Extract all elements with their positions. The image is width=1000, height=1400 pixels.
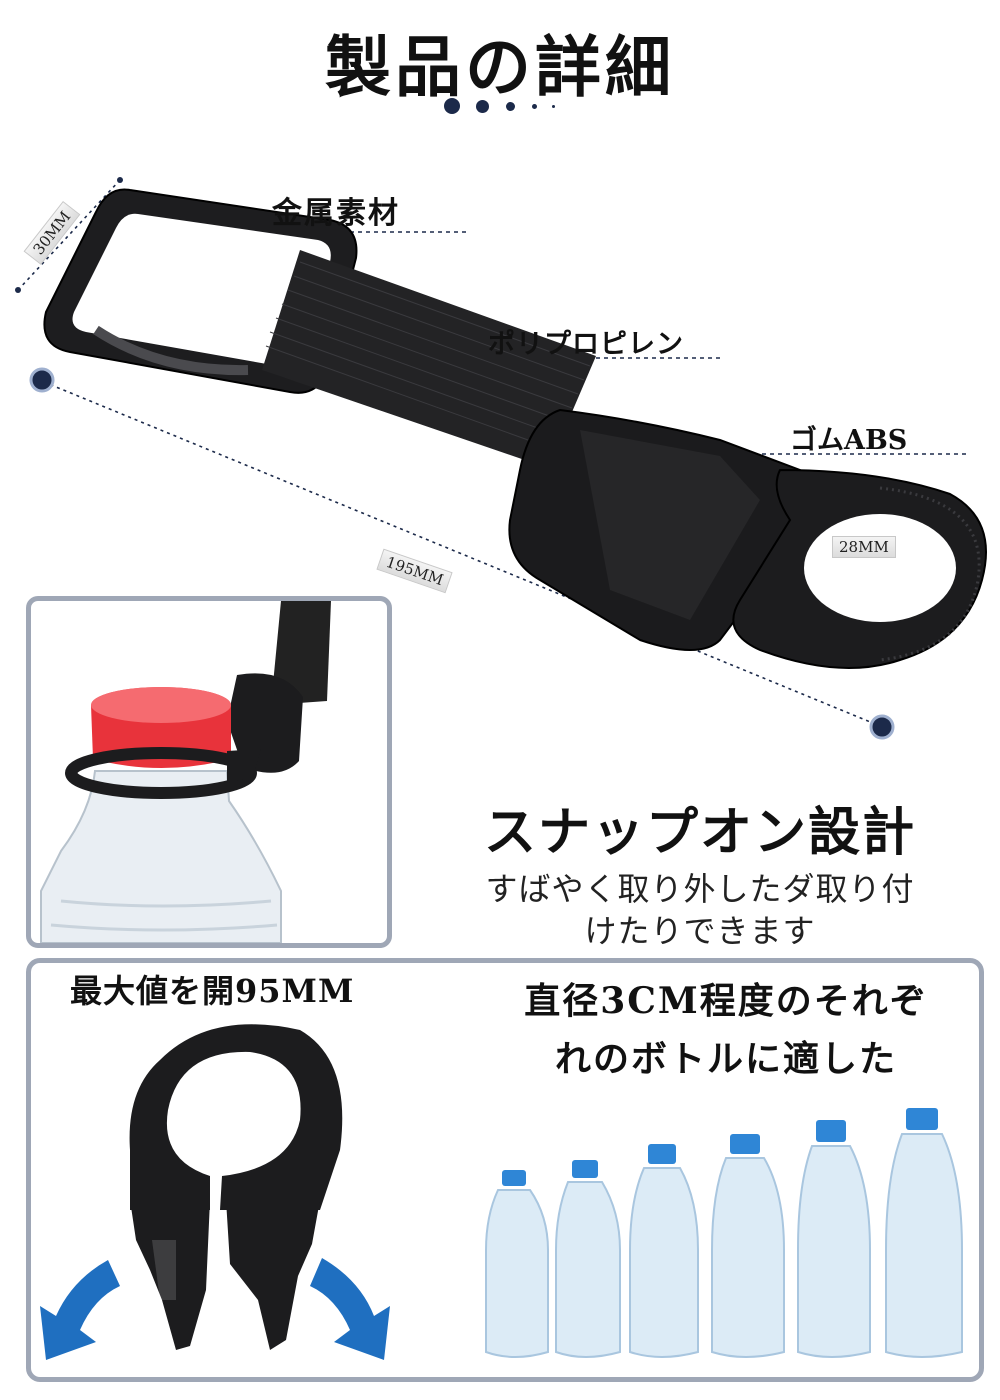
snap-on-description: すばやく取り外したダ取り付 けたりできます [440, 868, 960, 952]
bottle-fit-heading: 直径3CM程度のそれぞ れのボトルに適した [500, 972, 952, 1088]
snap-demo-panel [26, 596, 392, 948]
webbing-strap [262, 250, 596, 468]
dimension-end-dot [869, 714, 895, 740]
buckle [508, 408, 808, 651]
max-open-heading: 最大値を開95MM [70, 972, 355, 1010]
page-title: 製品の詳細 [325, 28, 675, 106]
snap-on-line-1: すばやく取り外したダ取り付 [485, 870, 915, 908]
dimension-end-dot [117, 177, 123, 183]
label-metal-material: 金属素材 [272, 196, 400, 231]
snap-on-line-2: けたりできます [584, 912, 816, 950]
dimension-end-dot [15, 287, 21, 293]
label-rubber-abs: ゴムABS [790, 425, 908, 456]
dimension-end-dot [29, 367, 55, 393]
bottle-fit-line-2: れのボトルに適した [554, 1038, 897, 1080]
title-decoration-dots [440, 96, 570, 116]
bottle-fit-line-1: 直径3CM程度のそれぞ [524, 980, 928, 1022]
carabiner [43, 188, 358, 394]
label-polypropylene: ポリプロピレン [488, 329, 684, 360]
snap-on-heading: スナップオン設計 [483, 802, 916, 863]
dimension-ring: 28MM [832, 536, 896, 558]
product-illustration [15, 177, 987, 740]
bottle-clip-illustration [40, 601, 331, 943]
